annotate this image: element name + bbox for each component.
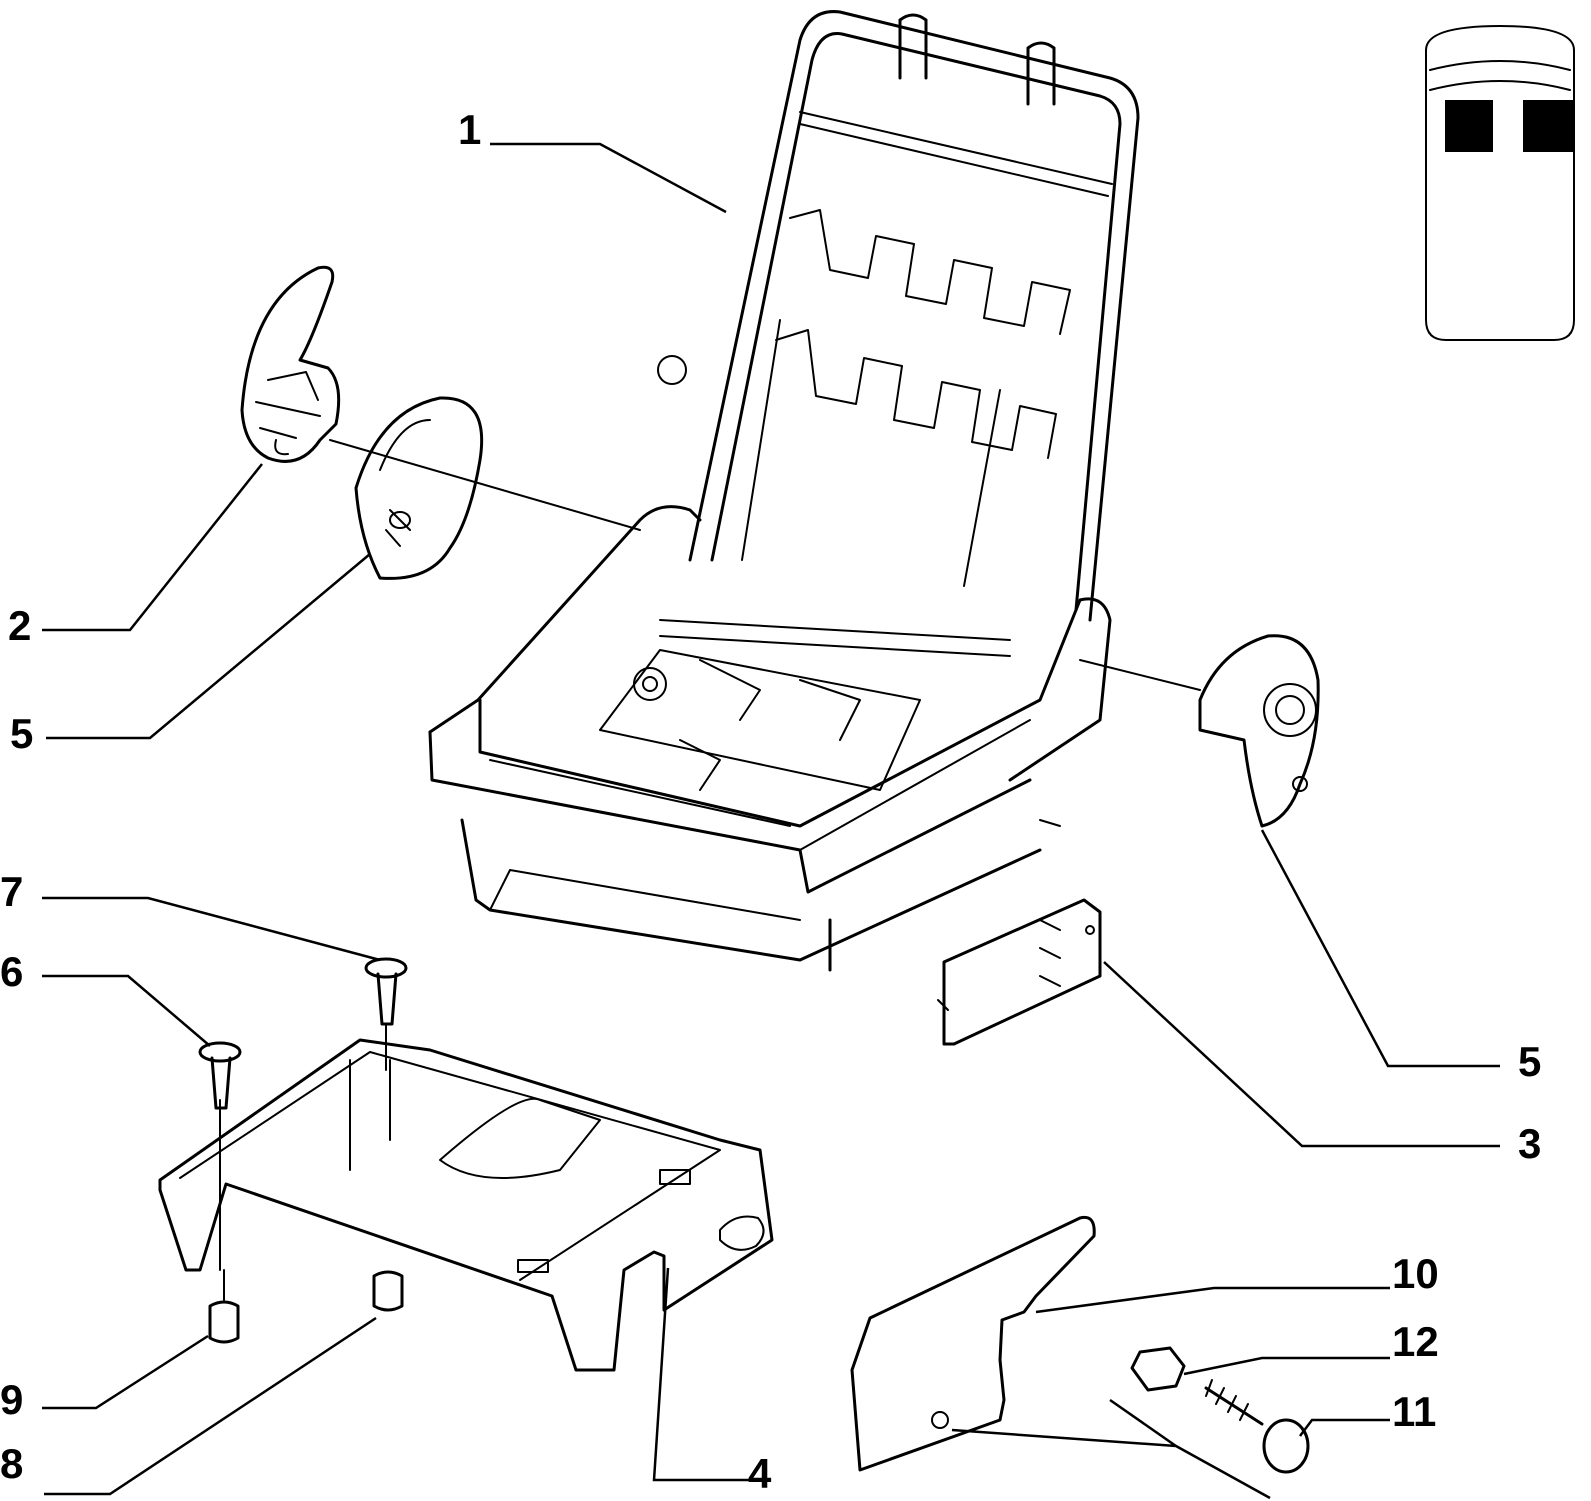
leader-6 bbox=[42, 974, 211, 1047]
leader-9 bbox=[42, 1334, 209, 1410]
bolt-part-7 bbox=[364, 957, 408, 1071]
callout-3: 3 bbox=[1518, 1120, 1541, 1167]
leader-10 bbox=[1035, 1286, 1390, 1314]
leader-2 bbox=[42, 463, 263, 632]
screw-part-11 bbox=[1204, 1379, 1310, 1474]
leader-8 bbox=[44, 1316, 377, 1496]
leader-7 bbox=[42, 896, 381, 962]
callout-2: 2 bbox=[8, 602, 31, 649]
callout-11: 11 bbox=[1392, 1388, 1436, 1435]
callout-6: 6 bbox=[0, 948, 23, 995]
leader-12 bbox=[1183, 1356, 1390, 1376]
leader-10b bbox=[951, 1398, 1271, 1500]
seat-base-frame-part bbox=[158, 1038, 774, 1372]
callout-1: 1 bbox=[458, 106, 481, 153]
callout-5-left: 5 bbox=[10, 710, 33, 757]
spacer-part-9 bbox=[208, 1269, 240, 1344]
callout-8: 8 bbox=[0, 1440, 23, 1487]
leader-5a bbox=[46, 553, 371, 740]
van-seat-position-icon bbox=[1425, 25, 1575, 341]
callout-12: 12 bbox=[1392, 1318, 1439, 1365]
side-trim-panel-part bbox=[850, 1215, 1096, 1472]
callout-10: 10 bbox=[1392, 1250, 1439, 1297]
bolt-part-6 bbox=[198, 1041, 242, 1151]
leader-1 bbox=[490, 142, 727, 214]
side-trim-cover-left bbox=[354, 396, 484, 580]
leader-4 bbox=[652, 1267, 758, 1482]
recline-lever-part bbox=[240, 265, 341, 463]
leader-3 bbox=[1103, 961, 1500, 1148]
leader-11 bbox=[1299, 1418, 1390, 1437]
spacer-part-8 bbox=[372, 1270, 404, 1312]
callout-7: 7 bbox=[0, 868, 23, 915]
seat-frame-part bbox=[428, 10, 1140, 972]
callout-4: 4 bbox=[748, 1450, 772, 1497]
nut-part-12 bbox=[1130, 1346, 1186, 1392]
side-trim-cover-right bbox=[1198, 634, 1320, 828]
leader-5b bbox=[1260, 829, 1500, 1068]
callout-9: 9 bbox=[0, 1376, 23, 1423]
callout-5-right: 5 bbox=[1518, 1038, 1541, 1085]
bracket-plate-part bbox=[937, 898, 1102, 1046]
